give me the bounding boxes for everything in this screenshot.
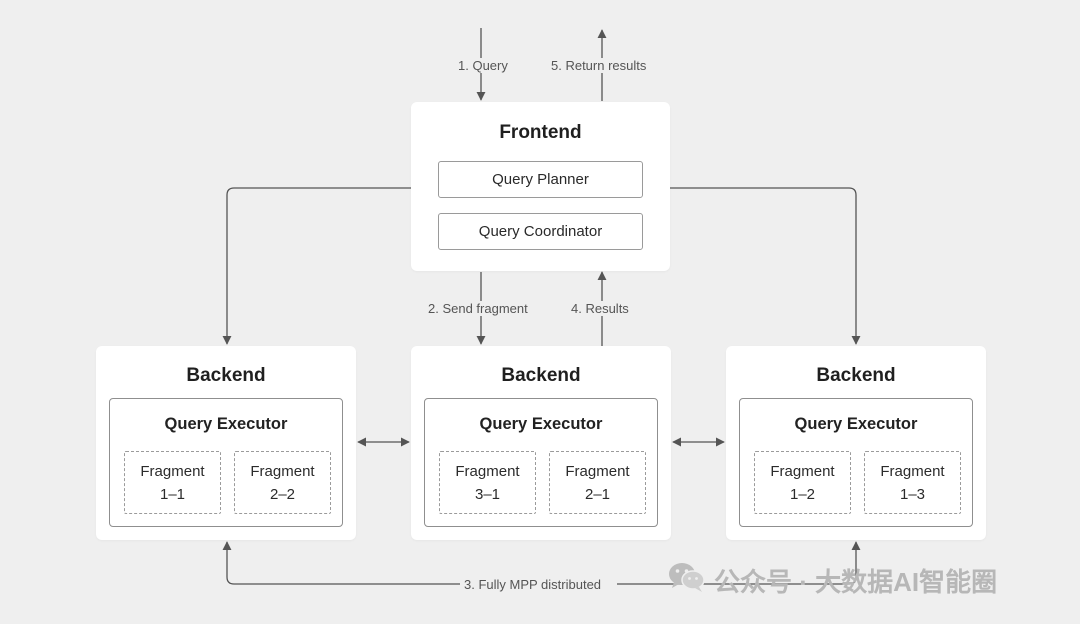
fragment-id: 1–2 — [789, 485, 816, 503]
frontend-to-backend-right-arrow — [670, 187, 861, 345]
query-executor-title: Query Executor — [164, 415, 288, 433]
results-label: 4. Results — [571, 301, 629, 316]
backend-title: Backend — [186, 365, 266, 386]
backend-card-left: Backend Query Executor Fragment 1–1 Frag… — [96, 346, 356, 540]
fragment-box: Fragment 1–1 — [124, 451, 221, 514]
fragment-box: Fragment 2–1 — [549, 451, 646, 514]
fragment-id: 2–1 — [584, 485, 611, 503]
frontend-card: Frontend Query Planner Query Coordinator — [411, 102, 670, 271]
query-label: 1. Query — [458, 58, 508, 73]
query-executor-box: Query Executor Fragment 1–1 Fragment 2–2 — [109, 398, 343, 527]
return-results-label: 5. Return results — [551, 58, 647, 73]
backend-title: Backend — [816, 365, 896, 386]
wechat-icon — [668, 561, 706, 600]
fragment-label: Fragment — [250, 462, 315, 480]
fragment-box: Fragment 3–1 — [439, 451, 536, 514]
query-executor-title: Query Executor — [794, 415, 918, 433]
fragment-label: Fragment — [140, 462, 205, 480]
query-executor-box: Query Executor Fragment 3–1 Fragment 2–1 — [424, 398, 658, 527]
query-coordinator-box: Query Coordinator — [438, 213, 643, 250]
fragment-box: Fragment 1–2 — [754, 451, 851, 514]
mpp-left-arrow — [222, 541, 460, 585]
frontend-to-backend-left-arrow — [222, 187, 411, 345]
fragment-id: 1–3 — [899, 485, 926, 503]
fragment-box: Fragment 2–2 — [234, 451, 331, 514]
mpp-label: 3. Fully MPP distributed — [462, 577, 604, 592]
fragment-id: 3–1 — [474, 485, 501, 503]
fragment-label: Fragment — [770, 462, 835, 480]
watermark-text: 公众号 · 大数据AI智能圈 — [714, 566, 998, 597]
query-planner-box: Query Planner — [438, 161, 643, 198]
backend-card-center: Backend Query Executor Fragment 3–1 Frag… — [411, 346, 671, 540]
backend-title: Backend — [501, 365, 581, 386]
frontend-title: Frontend — [499, 122, 582, 143]
fragment-id: 2–2 — [269, 485, 296, 503]
query-executor-title: Query Executor — [479, 415, 603, 433]
fragment-box: Fragment 1–3 — [864, 451, 961, 514]
send-fragment-label: 2. Send fragment — [428, 301, 528, 316]
fragment-label: Fragment — [880, 462, 945, 480]
watermark: 公众号 · 大数据AI智能圈 — [668, 562, 997, 598]
fragment-id: 1–1 — [159, 485, 186, 503]
fragment-label: Fragment — [565, 462, 630, 480]
fragment-label: Fragment — [455, 462, 520, 480]
query-executor-box: Query Executor Fragment 1–2 Fragment 1–3 — [739, 398, 973, 527]
mpp-right-arrow — [617, 541, 861, 585]
backend-card-right: Backend Query Executor Fragment 1–2 Frag… — [726, 346, 986, 540]
